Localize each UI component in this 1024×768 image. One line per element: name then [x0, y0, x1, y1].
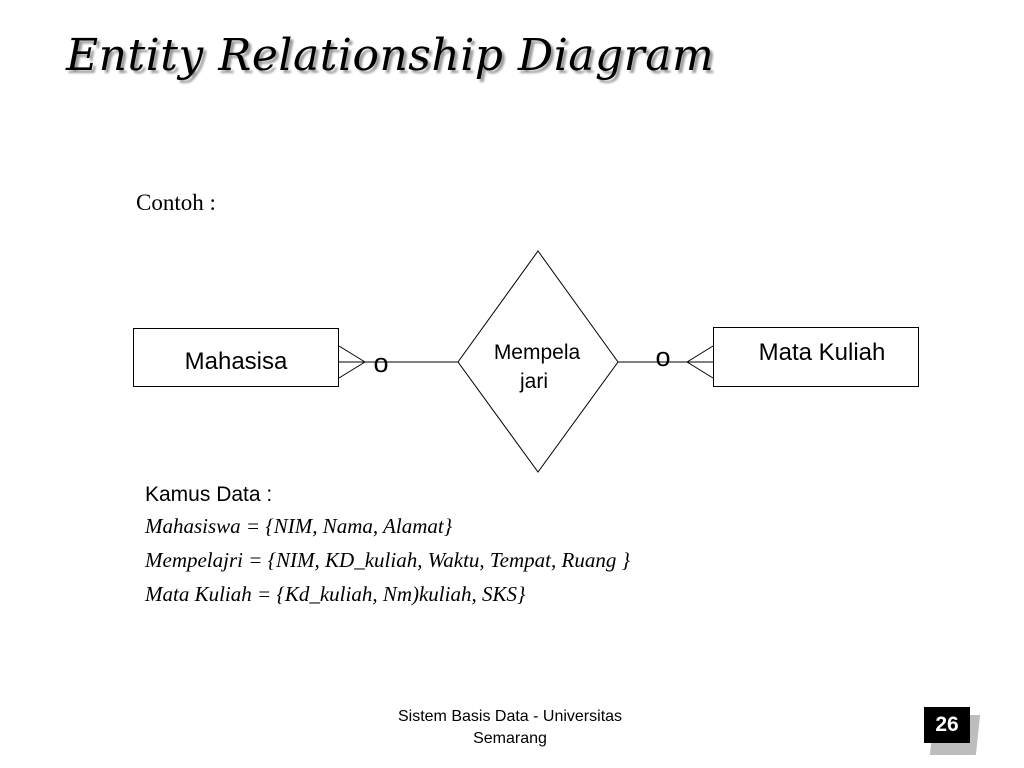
cardinality-left-label: o — [373, 348, 388, 378]
data-dictionary-line-mata-kuliah: Mata Kuliah = {Kd_kuliah, Nm)kuliah, SKS… — [145, 582, 526, 606]
example-label: Contoh : — [136, 190, 216, 215]
slide-title: Entity Relationship Diagram — [66, 30, 715, 81]
entity-mata-kuliah-box — [713, 327, 919, 387]
slide-footer: Sistem Basis Data - Universitas Semarang — [340, 706, 680, 750]
footer-line2: Semarang — [473, 730, 547, 747]
data-dictionary: Kamus Data : Mahasiswa = {NIM, Nama, Ala… — [145, 481, 845, 611]
crows-foot-right — [686, 345, 714, 379]
data-dictionary-line-mahasiswa: Mahasiswa = {NIM, Nama, Alamat} — [145, 514, 453, 538]
relationship-label-line1: Mempela — [494, 341, 581, 364]
crows-foot-left — [338, 345, 366, 379]
relationship-label-line2: jari — [519, 370, 548, 393]
footer-line1: Sistem Basis Data - Universitas — [397, 708, 623, 725]
entity-mahasisa-box — [133, 328, 339, 387]
entity-mata-kuliah-label: Mata Kuliah — [759, 339, 886, 366]
relationship-diamond — [457, 250, 619, 473]
page-number-badge: 26 — [924, 707, 981, 755]
page-number: 26 — [924, 707, 970, 743]
cardinality-right-label: o — [655, 342, 670, 372]
data-dictionary-heading: Kamus Data : — [145, 483, 273, 506]
entity-mahasisa-label: Mahasisa — [185, 348, 288, 375]
data-dictionary-line-mempelajri: Mempelajri = {NIM, KD_kuliah, Waktu, Tem… — [145, 548, 630, 572]
